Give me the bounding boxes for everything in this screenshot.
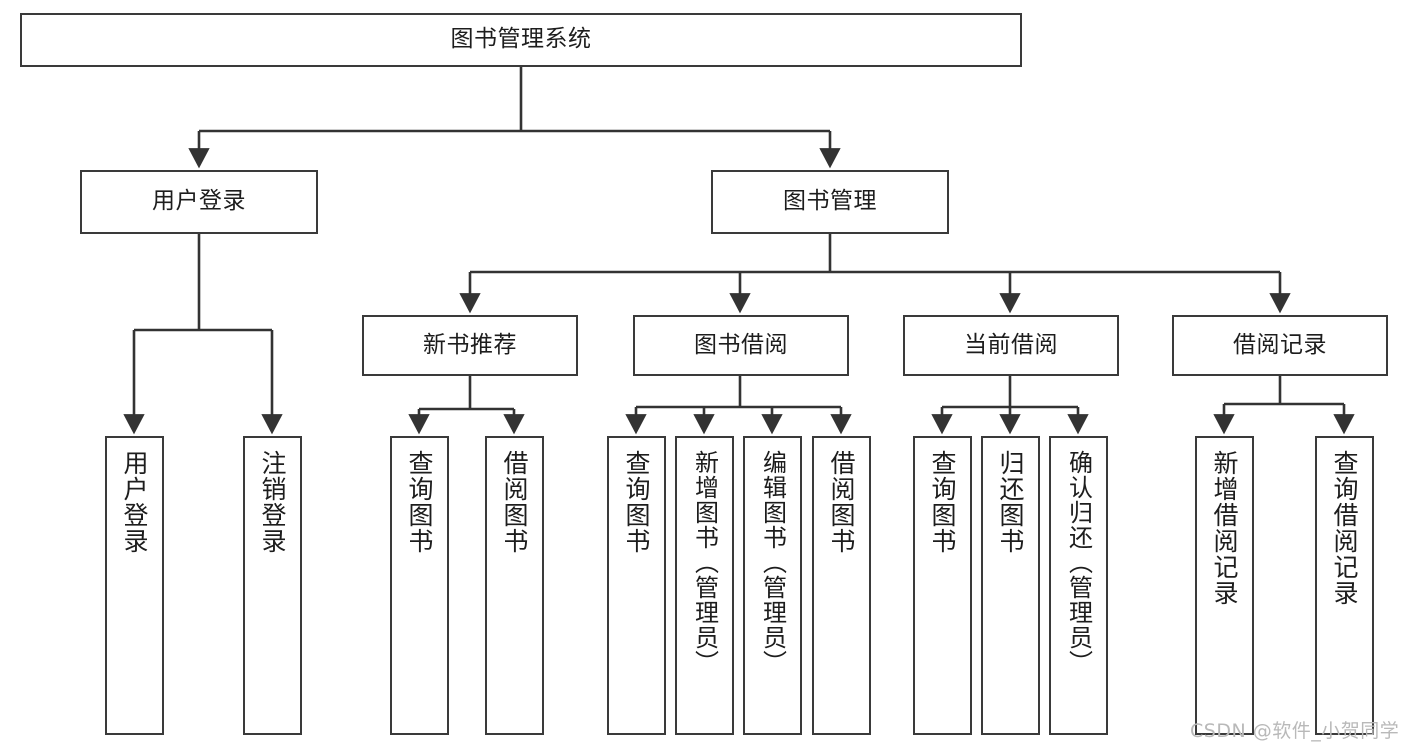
node-label: 图书管理 (783, 188, 877, 215)
leaf-borrow-record-add-record[interactable]: 新增借阅记录 (1195, 436, 1254, 735)
leaf-book-borrow-add-book[interactable]: 新增图书（管理员） (675, 436, 734, 735)
leaf-borrow-record-query-record[interactable]: 查询借阅记录 (1315, 436, 1374, 735)
node-root-system[interactable]: 图书管理系统 (20, 13, 1022, 67)
node-label: 注销登录 (258, 450, 287, 554)
node-label: 查询借阅记录 (1330, 450, 1359, 606)
node-label: 图书借阅 (694, 331, 788, 358)
node-book-management[interactable]: 图书管理 (711, 170, 949, 234)
leaf-user-login-logout[interactable]: 注销登录 (243, 436, 302, 735)
leaf-new-book-query-book[interactable]: 查询图书 (390, 436, 449, 735)
node-current-borrow[interactable]: 当前借阅 (903, 315, 1119, 376)
node-label: 新增图书（管理员） (690, 450, 719, 675)
node-label: 图书管理系统 (450, 26, 592, 53)
node-label: 借阅图书 (500, 450, 529, 554)
node-label: 借阅记录 (1233, 331, 1327, 358)
node-label: 用户登录 (152, 188, 246, 215)
node-label: 新增借阅记录 (1210, 450, 1239, 606)
node-label: 查询图书 (405, 450, 434, 554)
node-user-login[interactable]: 用户登录 (80, 170, 318, 234)
node-label: 当前借阅 (964, 331, 1058, 358)
csdn-watermark: CSDN @软件_小贺同学 (1190, 720, 1400, 742)
node-label: 确认归还（管理员） (1064, 450, 1093, 675)
leaf-book-borrow-borrow-book[interactable]: 借阅图书 (812, 436, 871, 735)
leaf-book-borrow-query-book[interactable]: 查询图书 (607, 436, 666, 735)
node-book-borrow[interactable]: 图书借阅 (633, 315, 849, 376)
node-borrow-record[interactable]: 借阅记录 (1172, 315, 1388, 376)
node-label: 用户登录 (120, 450, 149, 554)
node-new-book-recommend[interactable]: 新书推荐 (362, 315, 578, 376)
node-label: 借阅图书 (827, 450, 856, 554)
leaf-new-book-borrow-book[interactable]: 借阅图书 (485, 436, 544, 735)
leaf-current-borrow-query-book[interactable]: 查询图书 (913, 436, 972, 735)
leaf-current-borrow-return-book[interactable]: 归还图书 (981, 436, 1040, 735)
leaf-user-login-login[interactable]: 用户登录 (105, 436, 164, 735)
node-label: 编辑图书（管理员） (758, 450, 787, 675)
node-label: 查询图书 (928, 450, 957, 554)
node-label: 归还图书 (996, 450, 1025, 554)
leaf-current-borrow-confirm-return[interactable]: 确认归还（管理员） (1049, 436, 1108, 735)
node-label: 新书推荐 (423, 331, 517, 358)
leaf-book-borrow-edit-book[interactable]: 编辑图书（管理员） (743, 436, 802, 735)
node-label: 查询图书 (622, 450, 651, 554)
